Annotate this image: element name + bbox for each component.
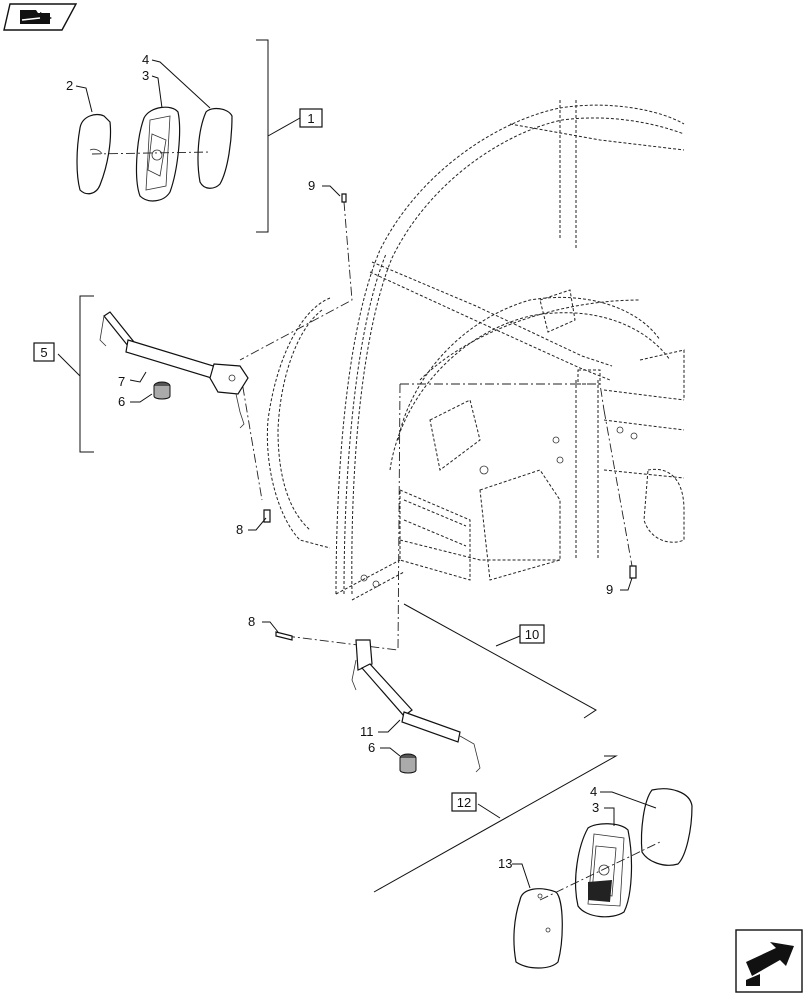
callout-7: 7 xyxy=(118,374,125,389)
callout-4-top: 4 xyxy=(142,52,149,67)
callout-12: 12 xyxy=(457,795,471,810)
callout-9-top: 9 xyxy=(308,178,315,193)
callout-5: 5 xyxy=(40,345,47,360)
knob-6-lower xyxy=(399,753,417,774)
cab-frame-illustration xyxy=(266,100,685,601)
callout-6-upper: 6 xyxy=(118,394,125,409)
bracket-group-12: 12 xyxy=(373,755,618,893)
callout-9-right: 9 xyxy=(606,582,613,597)
callout-3-top: 3 xyxy=(142,68,149,83)
mirror-arm-right xyxy=(351,639,481,773)
callout-10: 10 xyxy=(525,627,539,642)
mirror-assembly-bottom xyxy=(513,788,693,969)
callout-2: 2 xyxy=(66,78,73,93)
callout-1: 1 xyxy=(307,111,314,126)
callout-3-bottom: 3 xyxy=(592,800,599,815)
mirror-assembly-top xyxy=(76,106,233,202)
callout-8-lower: 8 xyxy=(248,614,255,629)
next-page-arrow-icon[interactable] xyxy=(735,929,803,993)
callout-8-mid: 8 xyxy=(236,522,243,537)
knob-6-upper xyxy=(153,381,171,400)
callout-4-bottom: 4 xyxy=(590,784,597,799)
folder-arrow-icon[interactable] xyxy=(3,3,78,31)
callout-11: 11 xyxy=(360,724,374,739)
mirror-arm-left xyxy=(99,311,249,429)
callout-13: 13 xyxy=(498,856,512,871)
bracket-group-5: 5 xyxy=(33,295,94,453)
bracket-group-10: 10 xyxy=(403,603,597,719)
bracket-group-1: 1 xyxy=(256,39,323,233)
callout-6-lower: 6 xyxy=(368,740,375,755)
